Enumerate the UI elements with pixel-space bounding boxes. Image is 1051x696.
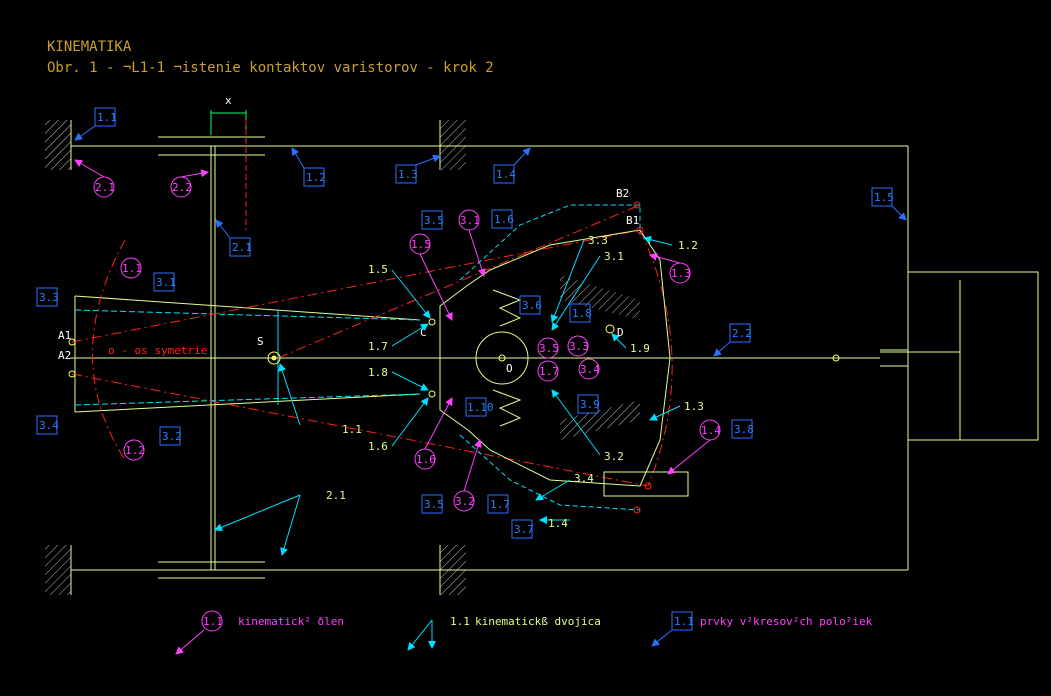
box-1-2: 1.2	[306, 171, 326, 184]
box-3-5a: 3.5	[424, 214, 444, 227]
legend-kinematic-pair: kinematickß dvojica	[475, 615, 601, 628]
pair-2-1: 2.1	[326, 489, 346, 502]
box-3-3: 3.3	[39, 291, 59, 304]
box-1-8: 1.8	[572, 307, 592, 320]
box-3-6: 3.6	[522, 299, 542, 312]
dimension-x-label: x	[225, 94, 232, 107]
box-3-8: 3.8	[734, 423, 754, 436]
circle-3-1: 3.1	[460, 214, 480, 227]
magenta-leaders	[74, 159, 711, 492]
pair-1-8: 1.8	[368, 366, 388, 379]
joints	[68, 201, 840, 514]
box-3-4: 3.4	[39, 419, 59, 432]
circle-1-2: 1.2	[125, 444, 145, 457]
pair-3-1: 3.1	[604, 250, 624, 263]
contact-housing	[459, 204, 641, 511]
legend-box-num: 1.1	[674, 615, 694, 628]
pair-1-5: 1.5	[368, 263, 388, 276]
pair-1-3: 1.3	[684, 400, 704, 413]
lever-body	[74, 295, 421, 413]
box-3-5b: 3.5	[424, 498, 444, 511]
pair-3-3: 3.3	[588, 234, 608, 247]
point-b2-label: B2	[616, 187, 629, 200]
title-line-2: Obr. 1 - ¬L1-1 ¬istenie kontaktov varist…	[47, 60, 494, 76]
point-d-label: D	[617, 326, 624, 339]
circle-2-1: 2.1	[95, 181, 115, 194]
pair-3-2: 3.2	[604, 450, 624, 463]
legend-drawing-items: prvky v²kresov²ch polo²iek	[700, 615, 873, 628]
legend-pair-num: 1.1	[450, 615, 470, 628]
point-a1-label: A1	[58, 329, 71, 342]
box-1-10: 1.10	[467, 401, 494, 414]
pair-3-4: 3.4	[574, 472, 594, 485]
box-1-7: 1.7	[490, 498, 510, 511]
circle-1-3: 1.3	[671, 267, 691, 280]
circle-2-2: 2.2	[172, 181, 192, 194]
legend-circle-num: 1.1	[203, 615, 223, 628]
circle-3-4: 3.4	[580, 363, 600, 376]
frame-lines	[70, 136, 1039, 579]
axis-label: o - os symetrie	[108, 344, 207, 357]
circle-1-4: 1.4	[701, 424, 721, 437]
box-1-5: 1.5	[874, 191, 894, 204]
pair-1-6: 1.6	[368, 440, 388, 453]
point-b1-label: B1	[626, 214, 639, 227]
magenta-circles	[93, 176, 721, 512]
box-2-1: 2.1	[232, 241, 252, 254]
pair-1-1: 1.1	[342, 423, 362, 436]
legend-kinematic-member: kinematick² ðlen	[238, 615, 344, 628]
box-1-6: 1.6	[494, 213, 514, 226]
title-line-1: KINEMATIKA	[47, 39, 132, 55]
circle-1-7: 1.7	[539, 365, 559, 378]
pair-1-2: 1.2	[678, 239, 698, 252]
box-1-4: 1.4	[496, 168, 516, 181]
circle-3-3: 3.3	[569, 340, 589, 353]
box-3-1: 3.1	[156, 276, 176, 289]
dimension-x: x	[210, 94, 247, 230]
box-3-9: 3.9	[580, 398, 600, 411]
circle-3-2: 3.2	[455, 495, 475, 508]
circle-3-5: 3.5	[539, 342, 559, 355]
point-o-label: O	[506, 362, 513, 375]
point-s-label: S	[257, 335, 264, 348]
circle-1-1: 1.1	[122, 262, 142, 275]
circle-1-6: 1.6	[416, 453, 436, 466]
cyan-leaders	[214, 235, 681, 556]
point-a2-label: A2	[58, 349, 71, 362]
circle-1-5: 1.5	[411, 238, 431, 251]
box-2-2: 2.2	[732, 327, 752, 340]
box-1-1: 1.1	[97, 111, 117, 124]
point-c-label: C	[420, 326, 427, 339]
blue-boxes	[36, 107, 893, 539]
pair-1-7: 1.7	[368, 340, 388, 353]
pair-1-9: 1.9	[630, 342, 650, 355]
box-1-3: 1.3	[398, 168, 418, 181]
blue-leaders	[74, 125, 907, 357]
box-3-2: 3.2	[162, 430, 182, 443]
red-construction-lines	[71, 204, 673, 487]
pair-1-4: 1.4	[548, 517, 568, 530]
contact-body	[439, 229, 671, 487]
box-3-7: 3.7	[514, 523, 534, 536]
legend: 1.1 kinematick² ðlen 1.1 kinematickß dvo…	[175, 610, 873, 655]
